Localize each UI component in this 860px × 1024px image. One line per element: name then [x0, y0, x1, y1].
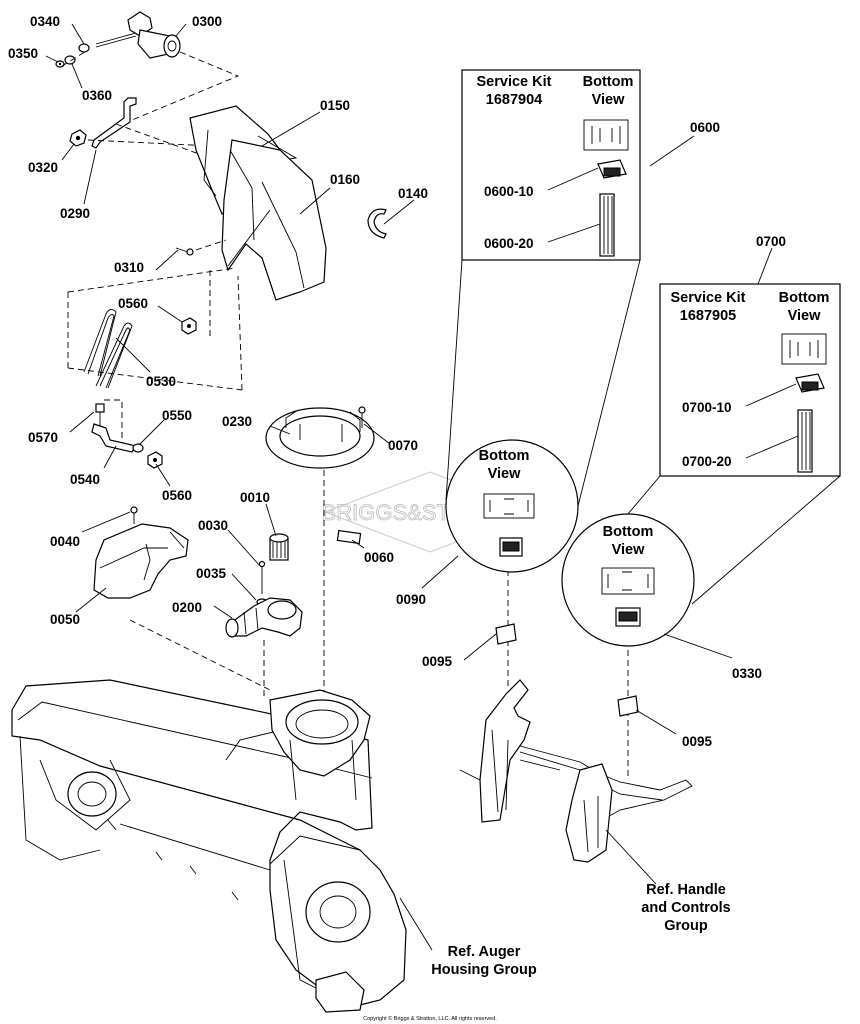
label-0530: 0530	[146, 374, 176, 389]
circle1-line1: Bottom	[479, 448, 530, 464]
label-0550: 0550	[162, 408, 192, 423]
circle1-line2: View	[488, 466, 522, 482]
label-0600-10: 0600-10	[484, 184, 534, 199]
nut-0560-top	[181, 317, 197, 335]
nut-0320	[69, 129, 87, 147]
bolt-0070	[358, 406, 366, 428]
label-0200: 0200	[172, 600, 202, 615]
label-0570: 0570	[28, 430, 58, 445]
handle-controls	[459, 679, 693, 863]
label-0330: 0330	[732, 666, 762, 681]
label-0095-right: 0095	[682, 734, 713, 749]
bracket-0540	[91, 423, 137, 453]
label-0010: 0010	[240, 490, 270, 505]
copyright: Copyright © Briggs & Stratton, LLC. All …	[363, 1015, 497, 1022]
service-kit-box-2	[659, 283, 841, 477]
label-0035: 0035	[196, 566, 227, 581]
kit2-view-line2: View	[788, 308, 822, 324]
bolt-0570	[95, 403, 105, 428]
label-0320: 0320	[28, 160, 58, 175]
circle2-line2: View	[612, 542, 646, 558]
bracket-0290	[91, 97, 137, 149]
label-0090: 0090	[396, 592, 426, 607]
label-0160: 0160	[330, 172, 360, 187]
auger-housing	[11, 679, 407, 1013]
motor-0300	[95, 11, 181, 59]
label-0300: 0300	[192, 14, 222, 29]
ref-handle-line2: and Controls	[641, 900, 730, 916]
label-0360: 0360	[82, 88, 112, 103]
ref-auger-line2: Housing Group	[431, 962, 537, 978]
screw-0040	[130, 506, 138, 524]
label-0340: 0340	[30, 14, 60, 29]
label-0560-bottom: 0560	[162, 488, 192, 503]
screw-0310	[175, 247, 194, 256]
kit1-view-line1: Bottom	[583, 74, 634, 90]
ref-handle-line3: Group	[664, 918, 708, 934]
label-0150: 0150	[320, 98, 350, 113]
kit2-view-line1: Bottom	[779, 290, 830, 306]
kit1-view-line2: View	[592, 92, 626, 108]
kit1-title-line2: 1687904	[486, 92, 542, 108]
ring-gear-0230	[265, 407, 375, 469]
kit1-title-line1: Service Kit	[477, 74, 552, 90]
label-0600: 0600	[690, 120, 720, 135]
ref-handle-line1: Ref. Handle	[646, 882, 726, 898]
label-0050: 0050	[50, 612, 80, 627]
label-0140: 0140	[398, 186, 428, 201]
boot-0095-right	[617, 695, 639, 717]
washer-0360	[64, 55, 76, 65]
nut-0550	[132, 443, 144, 453]
kit2-title-line1: Service Kit	[671, 290, 746, 306]
label-0540: 0540	[70, 472, 100, 487]
part-labels: 0340 0300 0350 0360 0320 0290 0150 0160 …	[8, 14, 786, 749]
washer-0340	[78, 43, 90, 53]
boot-0095-left	[495, 623, 517, 645]
chute-0160	[221, 139, 327, 301]
gearbox-0200	[225, 597, 303, 638]
label-0040: 0040	[50, 534, 80, 549]
screw-0030	[258, 560, 266, 594]
cover-0050	[93, 523, 189, 599]
nut-0560-bottom	[147, 451, 163, 469]
knob-0010	[269, 533, 289, 561]
clip-0140	[367, 208, 387, 239]
kit2-title-line2: 1687905	[680, 308, 736, 324]
label-0070: 0070	[388, 438, 418, 453]
circle2-line1: Bottom	[603, 524, 654, 540]
label-0030: 0030	[198, 518, 228, 533]
ref-auger-line1: Ref. Auger	[448, 944, 521, 960]
label-0560-top: 0560	[118, 296, 148, 311]
label-0310: 0310	[114, 260, 144, 275]
service-kit-box-1	[461, 69, 641, 261]
label-0290: 0290	[60, 206, 90, 221]
label-0095-left: 0095	[422, 654, 453, 669]
label-0600-20: 0600-20	[484, 236, 534, 251]
bottom-view-circle-right	[561, 513, 695, 647]
label-0230: 0230	[222, 414, 252, 429]
cable-0530	[83, 309, 133, 389]
label-0700: 0700	[756, 234, 786, 249]
label-0350: 0350	[8, 46, 38, 61]
label-0700-20: 0700-20	[682, 454, 732, 469]
label-0060: 0060	[364, 550, 394, 565]
label-0700-10: 0700-10	[682, 400, 732, 415]
clip-0060	[336, 529, 362, 545]
bottom-view-circle-left	[445, 439, 579, 573]
